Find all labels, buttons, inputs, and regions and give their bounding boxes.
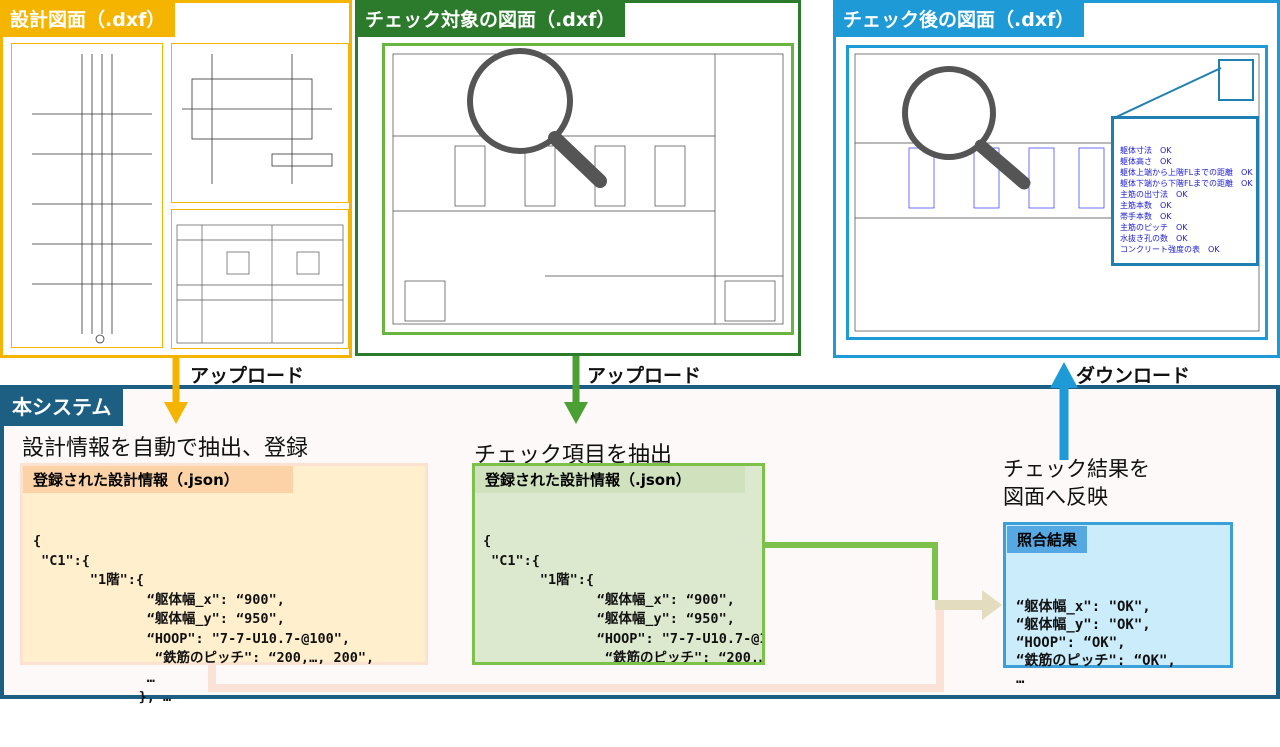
design-drawing-panel xyxy=(0,0,352,358)
upload-label-target: アップロード xyxy=(587,365,702,387)
check-item: 躯体寸法 OK xyxy=(1120,146,1172,155)
checked-drawing-panel: 躯体寸法 OK 躯体高さ OK 躯体上端から上階FLまでの距離 OK 躯体下端か… xyxy=(833,0,1280,358)
system-title: 本システム xyxy=(0,385,124,426)
panel-title-target: チェック対象の図面（.dxf） xyxy=(355,0,626,37)
code-line: "C1":{ xyxy=(33,552,90,569)
json-content: { "C1":{ "1階":{ “躯体幅_x": “900", “躯体幅_y":… xyxy=(475,493,762,665)
step3-line2: 図面へ反映 xyxy=(1003,485,1108,509)
code-line: “躯体幅_y": “950", xyxy=(33,611,285,627)
check-item: 躯体上端から上階FLまでの距離 OK xyxy=(1120,168,1253,177)
code-line: “HOOP": "7-7-U10.7-@100", xyxy=(596,630,762,647)
check-item: 躯体下端から下階FLまでの距離 OK xyxy=(1120,179,1253,188)
code-line: “躯体幅_y": "OK", xyxy=(1016,617,1151,633)
code-line: { xyxy=(483,533,492,549)
check-item: 主筋本数 OK xyxy=(1120,201,1172,210)
code-line: { xyxy=(33,533,42,549)
code-line: “躯体幅_x": “900", xyxy=(33,591,285,608)
check-item: 水抜き孔の数 OK xyxy=(1120,234,1188,243)
check-list-callout: 躯体寸法 OK 躯体高さ OK 躯体上端から上階FLまでの距離 OK 躯体下端か… xyxy=(1111,116,1259,266)
drawing-column-list xyxy=(171,209,349,349)
panel-title-checked: チェック後の図面（.dxf） xyxy=(833,0,1085,37)
step3-line1: チェック結果を xyxy=(1003,457,1150,481)
json-box-check-items: 登録された設計情報（.json） { "C1":{ "1階":{ “躯体幅_x"… xyxy=(472,463,765,665)
check-item: 帯手本数 OK xyxy=(1120,212,1172,221)
json-box-header: 登録された設計情報（.json） xyxy=(23,466,293,493)
code-line: “鉄筋のピッチ": “200,…, 200", xyxy=(33,650,375,666)
code-line: “HOOP": “OK", xyxy=(1016,635,1126,651)
code-line: … xyxy=(1016,671,1025,687)
code-line: “鉄筋のピッチ": “OK", xyxy=(1016,653,1176,669)
download-label: ダウンロード xyxy=(1076,365,1191,387)
json-box-registered: 登録された設計情報（.json） { "C1":{ "1階":{ “躯体幅_x"… xyxy=(20,463,428,705)
magnifier-icon xyxy=(467,48,573,154)
code-line: “躯体幅_x": "OK", xyxy=(1016,599,1151,615)
code-line: "1階":{ xyxy=(33,572,145,588)
magnifier-icon xyxy=(902,66,996,160)
json-box-header: 登録された設計情報（.json） xyxy=(475,466,745,493)
code-line: “躯体幅_y": “950", xyxy=(483,611,735,627)
check-item: 主筋のピッチ OK xyxy=(1120,223,1188,232)
result-box: 照合結果 “躯体幅_x": "OK", “躯体幅_y": "OK", “HOOP":… xyxy=(1003,522,1233,687)
panel-title-design: 設計図面（.dxf） xyxy=(0,0,176,37)
check-item: 躯体高さ OK xyxy=(1120,157,1172,166)
step3-heading: チェック結果を 図面へ反映 xyxy=(1003,455,1150,511)
code-line: "1階":{ xyxy=(483,572,595,588)
code-line: “躯体幅_x": “900", xyxy=(483,591,735,608)
drawing-section xyxy=(171,43,349,203)
code-line: }, … xyxy=(33,689,172,705)
result-header: 照合結果 xyxy=(1007,526,1088,553)
json-content: { "C1":{ "1階":{ “躯体幅_x": “900", “躯体幅_y":… xyxy=(23,493,425,747)
target-drawing-panel xyxy=(355,0,801,356)
check-item: コンクリート強度の表 OK xyxy=(1120,245,1220,254)
code-line: … xyxy=(33,669,155,686)
drawing-elevation xyxy=(11,43,163,348)
code-line: “鉄筋のピッチ": “200,…, 200", xyxy=(604,650,762,665)
upload-label-design: アップロード xyxy=(190,365,305,387)
check-item: 主筋の出寸法 OK xyxy=(1120,190,1188,199)
drawing-checked: 躯体寸法 OK 躯体高さ OK 躯体上端から上階FLまでの距離 OK 躯体下端か… xyxy=(846,45,1268,340)
result-content: “躯体幅_x": "OK", “躯体幅_y": "OK", “HOOP": “OK"… xyxy=(1006,554,1230,724)
code-line: “HOOP": "7-7-U10.7-@100", xyxy=(33,630,350,647)
step1-heading: 設計情報を自動で抽出、登録 xyxy=(22,436,309,461)
drawing-target xyxy=(382,43,794,335)
code-line: "C1":{ xyxy=(483,552,540,569)
flow-connectors xyxy=(164,356,1078,692)
